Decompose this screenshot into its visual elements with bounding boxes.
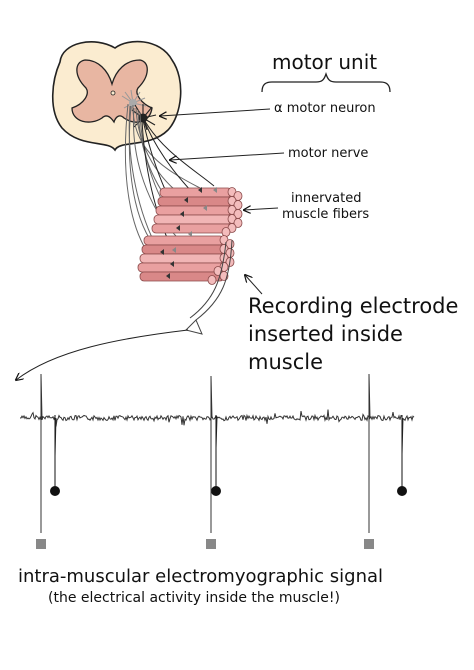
spike-dot (50, 486, 60, 496)
spike-square (206, 539, 216, 549)
spike-markers (36, 415, 407, 549)
muscle-bundle-icon (137, 187, 243, 285)
spike-dot (211, 486, 221, 496)
motor-unit-brace (261, 71, 391, 93)
recording-electrode-label-line3: muscle (248, 350, 324, 374)
electrode-icon (185, 239, 233, 335)
electrode-wire (16, 329, 189, 380)
innervated-label-line1: innervated (291, 191, 362, 206)
signal-subtitle: (the electrical activity inside the musc… (48, 590, 340, 606)
spinal-cord-cross-section-icon (51, 40, 182, 152)
label-pointers (160, 108, 285, 295)
spike-square (364, 539, 374, 549)
spike-square (36, 539, 46, 549)
alpha-motor-neuron-label: α motor neuron (274, 101, 376, 116)
emg-signal-trace (20, 373, 415, 457)
signal-title: intra-muscular electromyographic signal (18, 566, 384, 587)
innervated-label-line2: muscle fibers (282, 207, 370, 222)
recording-electrode-label-line1: Recording electrode (248, 294, 459, 318)
motor-nerve-label: motor nerve (288, 146, 369, 161)
spike-dot (397, 486, 407, 496)
motor-unit-label: motor unit (272, 50, 378, 74)
recording-electrode-label-line2: inserted inside (248, 322, 403, 346)
